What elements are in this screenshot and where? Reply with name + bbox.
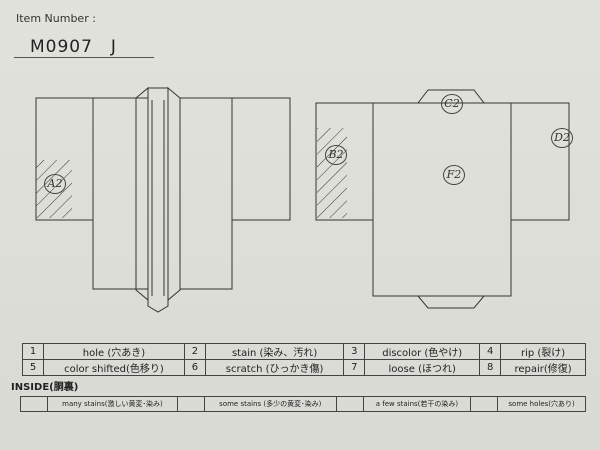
back-left-sleeve-mark: B2 [325, 145, 347, 165]
legend-number: 1 [22, 343, 44, 360]
legend-number: 5 [22, 359, 44, 376]
front-right-body [179, 97, 233, 290]
legend-number: 7 [343, 359, 366, 376]
back-collar-mark: C2 [441, 94, 463, 114]
front-left-sleeve-mark: A2 [44, 174, 66, 194]
legend-label: loose (ほつれ) [364, 359, 481, 376]
legend-label: repair(修復) [500, 359, 586, 376]
back-body [372, 102, 512, 297]
legend-number: 8 [479, 359, 502, 376]
inside-checkbox[interactable] [20, 396, 48, 412]
inside-condition-table: many stains(激しい黄変･染み) some stains (多少の黄変… [20, 396, 586, 412]
front-right-sleeve [231, 97, 291, 221]
back-left-sleeve-hatch [317, 128, 347, 218]
front-collar-band [147, 87, 169, 313]
front-left-body [92, 97, 149, 290]
front-view [35, 86, 291, 313]
front-collar-left [135, 86, 149, 302]
inside-option: some stains (多少の黄変･染み) [203, 396, 337, 412]
inside-option: some holes(穴あり) [497, 396, 586, 412]
item-number-value: M0907 J [30, 37, 117, 57]
back-right-sleeve-mark: D2 [551, 128, 573, 148]
legend-label: stain (染み、汚れ) [204, 343, 345, 360]
legend-label: discolor (色やけ) [364, 343, 481, 360]
inside-row: many stains(激しい黄変･染み) some stains (多少の黄変… [20, 396, 586, 412]
inside-checkbox[interactable] [176, 396, 205, 412]
inside-option: many stains(激しい黄変･染み) [47, 396, 178, 412]
item-number-label: Item Number : [16, 12, 96, 25]
legend-label: scratch (ひっかき傷) [204, 359, 345, 376]
legend-row: 1 hole (穴あき) 2 stain (染み、汚れ) 3 discolor … [22, 343, 586, 360]
back-right-sleeve [510, 102, 570, 221]
legend-number: 4 [479, 343, 502, 360]
front-collar-right [167, 86, 181, 302]
legend-number: 3 [343, 343, 366, 360]
legend-label: color shifted(色移り) [43, 359, 185, 376]
inside-checkbox[interactable] [335, 396, 364, 412]
legend-label: hole (穴あき) [43, 343, 185, 360]
legend-row: 5 color shifted(色移り) 6 scratch (ひっかき傷) 7… [22, 359, 586, 376]
legend-number: 6 [183, 359, 206, 376]
back-hem [416, 295, 486, 309]
legend-label: rip (裂け) [500, 343, 586, 360]
back-body-mark: F2 [443, 165, 465, 185]
back-view [315, 89, 570, 309]
item-number-underline [14, 57, 154, 58]
legend-number: 2 [183, 343, 206, 360]
inside-label: INSIDE(胴裏) [11, 382, 79, 393]
damage-legend-table: 1 hole (穴あき) 2 stain (染み、汚れ) 3 discolor … [22, 343, 586, 376]
inside-option: a few stains(若干の染み) [362, 396, 472, 412]
inside-checkbox[interactable] [470, 396, 499, 412]
